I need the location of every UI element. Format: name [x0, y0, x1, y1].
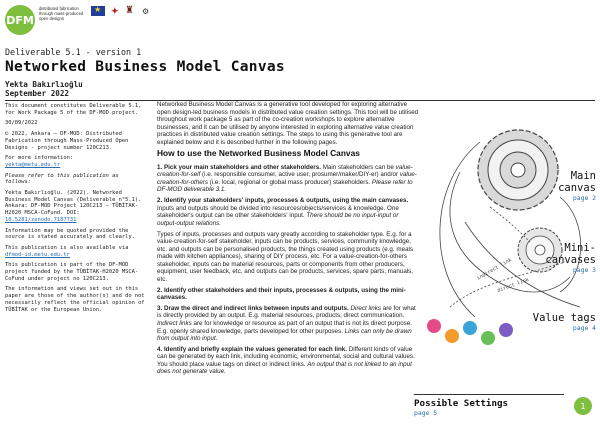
step-5: 4. Identify and briefly explain the valu… — [157, 346, 419, 376]
link-lines — [439, 141, 582, 318]
sidebar-availability: This publication is also available via d… — [5, 245, 147, 258]
value-tag-icon — [427, 319, 441, 333]
section-heading: How to use the Networked Business Model … — [157, 148, 360, 159]
possible-settings: Possible Settings page 5 — [414, 394, 564, 417]
step-4: 3. Draw the direct and indirect links be… — [157, 305, 419, 343]
title-divider — [5, 100, 595, 101]
step-5-text: Different kinds of value can be generate… — [157, 345, 415, 368]
value-tags-title: Value tags — [532, 312, 596, 324]
step-2-title: 2. Identify your stakeholders' inputs, p… — [157, 197, 409, 205]
sidebar-copyright: © 2022, Ankara – DF-MOD: Distributed Fab… — [5, 131, 129, 151]
step-1-text-a: Main stakeholders can be — [320, 163, 396, 171]
mini-canvas-label: Mini-canvases page 3 — [520, 242, 596, 274]
value-tag-icon — [481, 331, 495, 345]
value-tag-icon — [499, 323, 513, 337]
step-4-text-b: are for what is directly provided by an … — [157, 304, 416, 320]
dfmod-logo: DFM — [5, 5, 35, 35]
step-1-em-2: value-creation-for-others — [157, 171, 417, 186]
dfmod-logo-text: distributed fabrication through mass-pro… — [39, 6, 84, 21]
step-2: 2. Identify your stakeholders' inputs, p… — [157, 197, 419, 227]
page-title: Networked Business Model Canvas — [5, 59, 285, 75]
step-3-title: 2. Identify other stakeholders and their… — [157, 286, 406, 302]
step-1: 1. Pick your main stakeholders and other… — [157, 164, 419, 194]
sidebar-contact-label: For more information: — [5, 155, 74, 162]
mini-canvas-title: Mini-canvases — [545, 242, 596, 266]
intro-paragraph: Networked Business Model Canvas is a gen… — [157, 101, 419, 146]
step-5-em: An output that is not linked to an input… — [157, 360, 412, 376]
step-4-em-1: Direct links — [350, 304, 382, 312]
metu-logo-icon: ♜ — [125, 5, 134, 16]
sidebar-contact: For more information: yekta@metu.edu.tr — [5, 155, 147, 168]
sidebar-funding: This publication is part of the DF-MOD p… — [5, 262, 139, 282]
sidebar-quote-note: Information may be quoted provided the s… — [5, 227, 135, 241]
step-4-text-c: are for knowledge or resource as part of… — [157, 319, 413, 335]
value-tag-icon — [463, 321, 477, 335]
page-number-badge: 1 — [574, 397, 592, 415]
sidebar-cite-note: Please refer to this publication as foll… — [5, 173, 147, 186]
mini-canvas-page[interactable]: page 3 — [572, 266, 596, 274]
value-tags-label: Value tags page 4 — [530, 312, 596, 332]
sidebar-date: 30/09/2022 — [5, 120, 38, 127]
deliverable-label: Deliverable 5.1 - version 1 — [5, 47, 142, 57]
eu-flag-icon — [91, 5, 105, 16]
step-2-detail: Types of inputs, processes and outputs v… — [157, 230, 414, 283]
tubitak-logo-icon: ✦ — [111, 6, 119, 16]
value-tags-page[interactable]: page 4 — [572, 324, 596, 332]
sidebar-info: This document constitutes Deliverable 5.… — [5, 103, 147, 317]
canvas-diagram-graphic: indirect link direct link — [427, 129, 582, 345]
step-4-title: 3. Draw the direct and indirect links be… — [157, 304, 349, 312]
sidebar-disclaimer: The information and views set out in thi… — [5, 286, 145, 313]
step-2-em: There should be no input-input or output… — [157, 212, 399, 227]
canvas-diagram: indirect link direct link Main canvas pa… — [420, 102, 598, 422]
step-2-text: Inputs and outputs should be divided int… — [157, 204, 399, 220]
main-content: Networked Business Model Canvas is a gen… — [157, 101, 419, 379]
author-block: Yekta Bakırlıoğlu September 2022 — [5, 80, 83, 98]
possible-settings-page[interactable]: page 5 — [414, 409, 438, 417]
cite-note-text: Please refer to this publication as foll… — [5, 172, 119, 186]
step-5-title: 4. Identify and briefly explain the valu… — [157, 345, 347, 353]
doi-link[interactable]: 10.5281/zenodo.7187731 — [5, 216, 77, 223]
step-1-text-b: (i.e. responsible consumer, active user,… — [200, 171, 400, 179]
partner-logo-icon: ⚙ — [142, 7, 150, 16]
sidebar-citation: Yekta Bakırlıoğlu. (2022). Networked Bus… — [5, 190, 147, 224]
step-4-em-3: Links can only be drawn from output into… — [157, 327, 412, 343]
step-1-em-3: Please refer to DF-MOD deliverable 3.1. — [157, 178, 413, 194]
step-1-em-1: value-creation-for-self — [157, 163, 413, 179]
step-1-title: 1. Pick your main stakeholders and other… — [157, 163, 321, 171]
main-canvas-page[interactable]: page 2 — [572, 194, 596, 202]
contact-email-link[interactable]: yekta@metu.edu.tr — [5, 161, 61, 168]
possible-settings-title: Possible Settings — [414, 398, 509, 409]
availability-text: This publication is also available via — [5, 244, 129, 251]
value-tags — [427, 319, 513, 345]
sidebar-deliverable-note: This document constitutes Deliverable 5.… — [5, 103, 142, 116]
step-3: 2. Identify other stakeholders and their… — [157, 287, 419, 302]
main-canvas-icon — [477, 129, 559, 211]
main-canvas-title: Main canvas — [558, 170, 596, 194]
value-tag-icon — [445, 329, 459, 343]
citation-text: Yekta Bakırlıoğlu. (2022). Networked Bus… — [5, 190, 142, 217]
website-link[interactable]: dfmod-id.metu.edu.tr — [5, 251, 70, 258]
mini-canvas-icon — [517, 227, 563, 273]
step-4-em-2: Indirect links — [157, 319, 192, 327]
publication-date: September 2022 — [5, 89, 70, 98]
step-1-text-c: (i.e. local, regional or global mass pro… — [207, 178, 372, 186]
author-name: Yekta Bakırlıoğlu — [5, 80, 83, 89]
main-canvas-label: Main canvas page 2 — [540, 170, 596, 202]
